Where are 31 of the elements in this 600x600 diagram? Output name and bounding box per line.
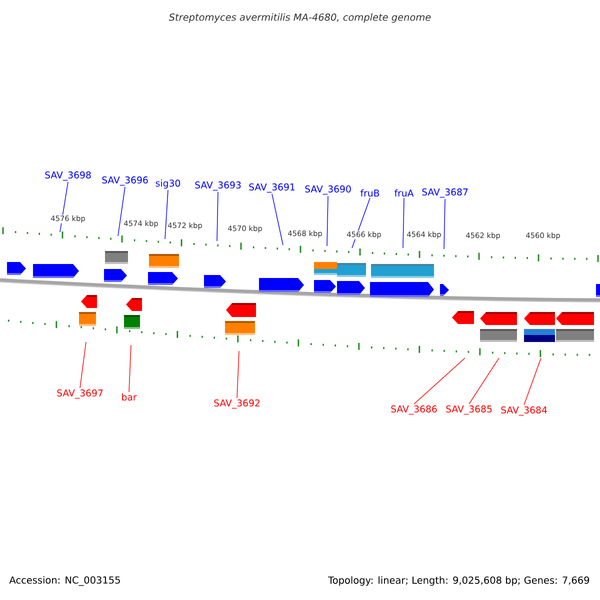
gene-label: sig30 [156, 179, 180, 189]
title: Streptomyces avermitilis MA-4680, complete genome [168, 13, 431, 23]
gene-label: fruA [394, 189, 414, 197]
genome-info-text: Topology: linear; Length: 9,025,608 bp; Genes: 7,669 [328, 576, 590, 586]
leader-line [524, 358, 542, 406]
leader-line [444, 198, 446, 250]
gene-label: fruB [360, 189, 380, 197]
leader-line [128, 344, 132, 392]
leader-line [236, 350, 240, 398]
gene-label: SAV_3687 [422, 188, 468, 198]
gene-label: SAV_3686 [391, 405, 437, 415]
gene-label: SAV_3696 [102, 176, 148, 186]
gene-label: SAV_3692 [214, 399, 260, 409]
gene-label: SAV_3697 [57, 389, 103, 399]
leader-line [326, 196, 328, 246]
gene-label: SAV_3690 [305, 185, 351, 195]
gene-label: bar [122, 393, 137, 401]
gene-label: SAV_3685 [446, 405, 492, 415]
leader-line [272, 194, 284, 246]
gene-label: SAV_3691 [249, 183, 295, 193]
leader-line [402, 198, 404, 248]
leader-line [118, 186, 126, 236]
leader-line [164, 190, 168, 240]
leader-line [80, 342, 86, 388]
leader-line [414, 358, 466, 404]
leader-line [216, 192, 218, 242]
gene-label: SAV_3693 [195, 181, 241, 191]
gene-label: SAV_3698 [45, 171, 91, 181]
gene-label: SAV_3684 [501, 406, 547, 416]
accession-text: Accession: NC_003155 [9, 576, 120, 586]
leader-line [468, 358, 500, 404]
